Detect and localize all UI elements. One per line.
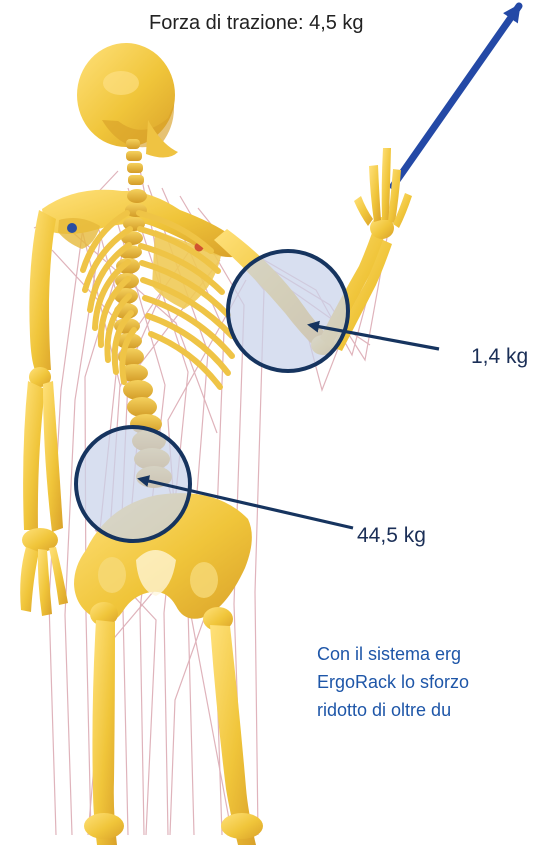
caption-line-3: ridotto di oltre du xyxy=(317,696,550,724)
caption-line-1: Con il sistema erg xyxy=(317,640,550,668)
left-arm xyxy=(20,210,68,616)
shoulder-load-label: 1,4 kg xyxy=(471,345,528,369)
legs xyxy=(84,602,263,845)
lower-back-load-label: 44,5 kg xyxy=(357,524,426,548)
pull-force-label: Forza di trazione: 4,5 kg xyxy=(149,12,364,35)
caption-line-2: ErgoRack lo sforzo xyxy=(317,668,550,696)
caption-text: Con il sistema erg ErgoRack lo sforzo ri… xyxy=(317,640,550,724)
circle-marker-back xyxy=(76,427,190,541)
pull-force-arrow xyxy=(393,6,519,186)
circle-marker-shoulder xyxy=(228,251,348,371)
